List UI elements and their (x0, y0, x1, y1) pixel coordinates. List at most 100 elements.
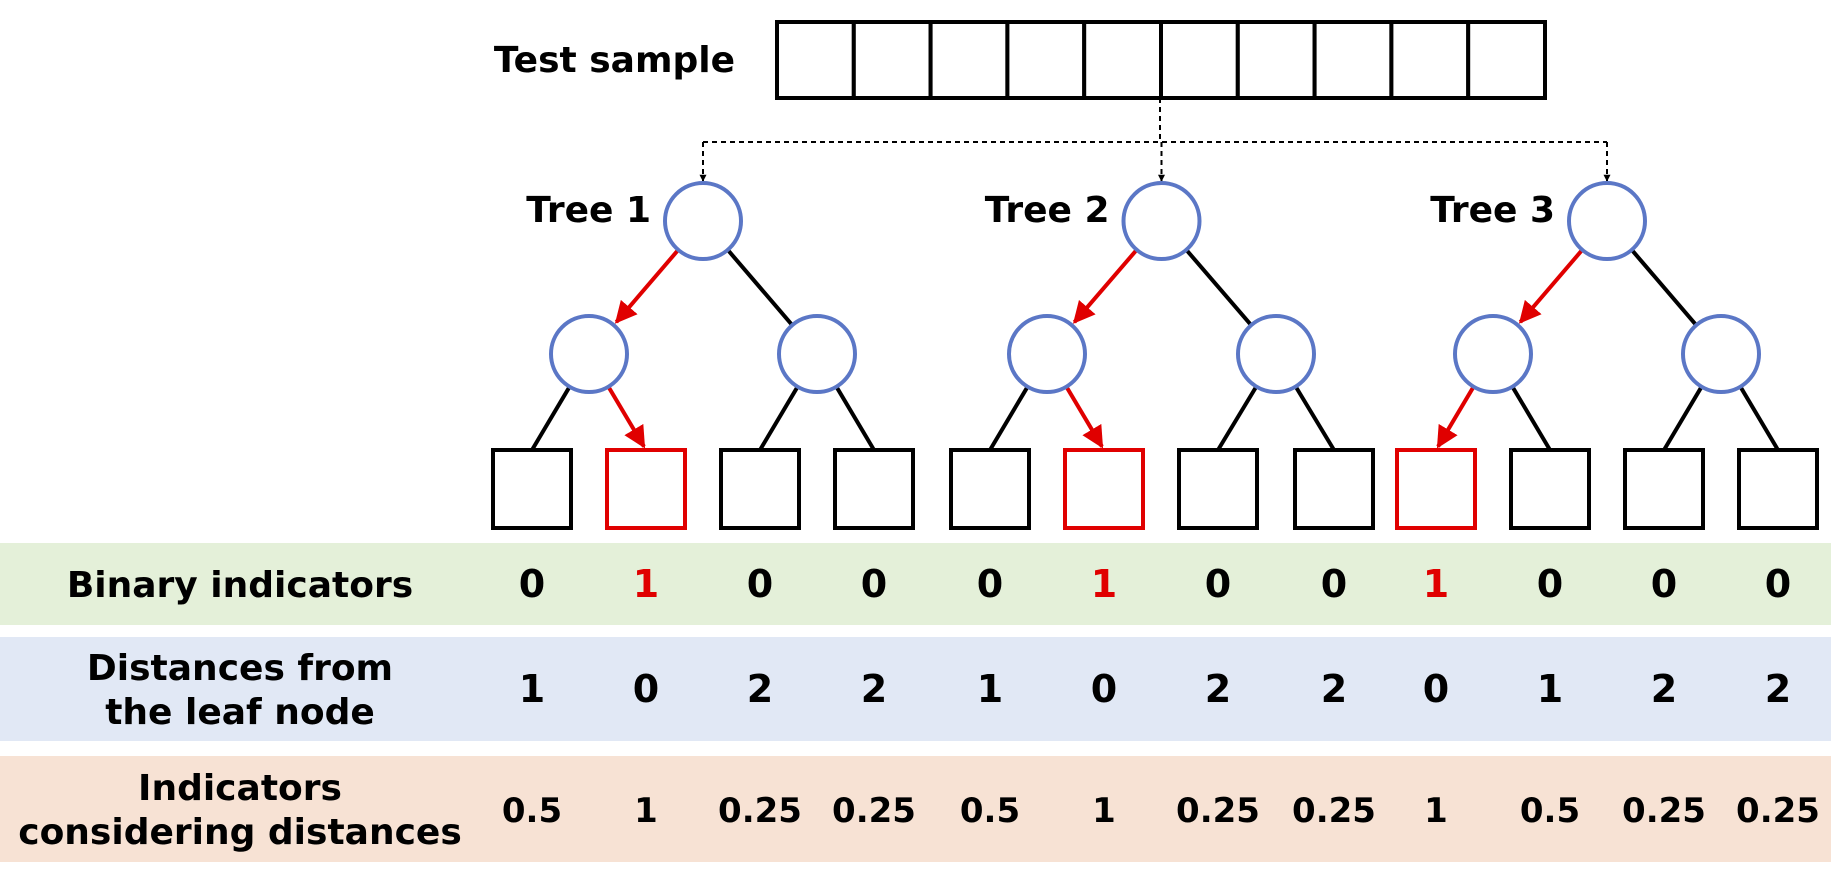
internal-node (1236, 314, 1316, 394)
leaf-node (833, 448, 915, 530)
tree-edge (1293, 385, 1336, 452)
row-value: 1 (977, 667, 1003, 711)
tree-edge (1064, 385, 1104, 449)
tree-edge (988, 385, 1030, 452)
feature-cell (1312, 20, 1394, 100)
tree-edge (1662, 385, 1704, 452)
row-value: 2 (1205, 667, 1231, 711)
row-value: 1 (1537, 667, 1563, 711)
row-value: 0.25 (1736, 791, 1820, 831)
row-value: 1 (1091, 562, 1117, 606)
tree-edge (726, 248, 794, 327)
row-value: 1 (1424, 791, 1448, 831)
leaf-node (491, 448, 573, 530)
tree-edge (614, 248, 680, 324)
row-label: considering distances (18, 812, 462, 853)
row-background (0, 543, 1831, 625)
row-value: 1 (1092, 791, 1116, 831)
row-value: 0.25 (718, 791, 802, 831)
tree-edge (1216, 385, 1259, 452)
row-value: 0 (633, 667, 659, 711)
row-value: 2 (861, 667, 887, 711)
row-background (0, 637, 1831, 741)
row-value: 1 (519, 667, 545, 711)
feature-cell (851, 20, 933, 100)
root-node (663, 181, 743, 261)
tree-label: Tree 2 (985, 190, 1110, 231)
tree-3: Tree 3 (1395, 181, 1819, 530)
tree-edge (1630, 248, 1698, 327)
leaf-node (949, 448, 1031, 530)
internal-node (1681, 314, 1761, 394)
row-value: 1 (633, 562, 659, 606)
row-label: the leaf node (105, 692, 375, 733)
feature-cell (1466, 20, 1547, 100)
tree-edge (1510, 385, 1552, 452)
row-value: 0 (519, 562, 545, 606)
internal-node (1007, 314, 1087, 394)
tree-edge (1518, 248, 1584, 324)
row-background (0, 756, 1831, 862)
feature-cell (1159, 20, 1240, 100)
leaf-node (719, 448, 801, 530)
leaf-node (1177, 448, 1259, 530)
internal-node (1453, 314, 1533, 394)
tree-label: Tree 3 (1430, 190, 1555, 231)
tree-edge (1436, 385, 1476, 449)
row-value: 0 (1765, 562, 1791, 606)
reached-leaf-node (1063, 448, 1145, 530)
row-value: 1 (1423, 562, 1449, 606)
row-value: 0.25 (1292, 791, 1376, 831)
feature-cell (775, 20, 856, 100)
feature-cell (1389, 20, 1471, 100)
row-value: 2 (1765, 667, 1791, 711)
tree-edge (1184, 248, 1253, 327)
row-value: 0 (1423, 667, 1449, 711)
row-value: 0.5 (960, 791, 1020, 831)
row-value: 0.5 (502, 791, 562, 831)
test-sample-label: Test sample (494, 40, 735, 81)
tree-edge (1738, 385, 1780, 452)
tree-1: Tree 1 (491, 181, 915, 530)
root-node (1121, 181, 1202, 261)
row-value: 2 (1651, 667, 1677, 711)
reached-leaf-node (1395, 448, 1477, 530)
row-label: Binary indicators (67, 565, 413, 606)
leaf-node (1737, 448, 1819, 530)
row-value: 0 (1091, 667, 1117, 711)
row-value: 0.5 (1520, 791, 1580, 831)
row-value: 1 (634, 791, 658, 831)
trees: Tree 1 Tree 2 Tree 3 (491, 181, 1819, 530)
row-value: 0 (977, 562, 1003, 606)
row-label: Distances from (87, 648, 393, 689)
row-value: 0 (1651, 562, 1677, 606)
internal-node (777, 314, 857, 394)
tree-edge (530, 385, 572, 452)
leaf-node (1509, 448, 1591, 530)
feature-cell (1005, 20, 1087, 100)
row-label: Indicators (138, 768, 342, 809)
test-sample-feature-cells (775, 20, 1547, 100)
row-value: 0 (1205, 562, 1231, 606)
row-value: 2 (1321, 667, 1347, 711)
test-sample: Test sample (494, 20, 1547, 100)
row-value: 0 (747, 562, 773, 606)
internal-node (549, 314, 629, 394)
row-value: 0.25 (1622, 791, 1706, 831)
feature-cell (1082, 20, 1163, 100)
root-node (1567, 181, 1647, 261)
row-value: 0.25 (1176, 791, 1260, 831)
tree-edge (1072, 248, 1139, 324)
tree-label: Tree 1 (526, 190, 651, 231)
row-value: 2 (747, 667, 773, 711)
feature-cell (928, 20, 1010, 100)
sample-dispatch-arrows (699, 98, 1611, 182)
leaf-node (1293, 448, 1375, 530)
leaf-node (1623, 448, 1705, 530)
row-value: 0 (1321, 562, 1347, 606)
row-value: 0.25 (832, 791, 916, 831)
